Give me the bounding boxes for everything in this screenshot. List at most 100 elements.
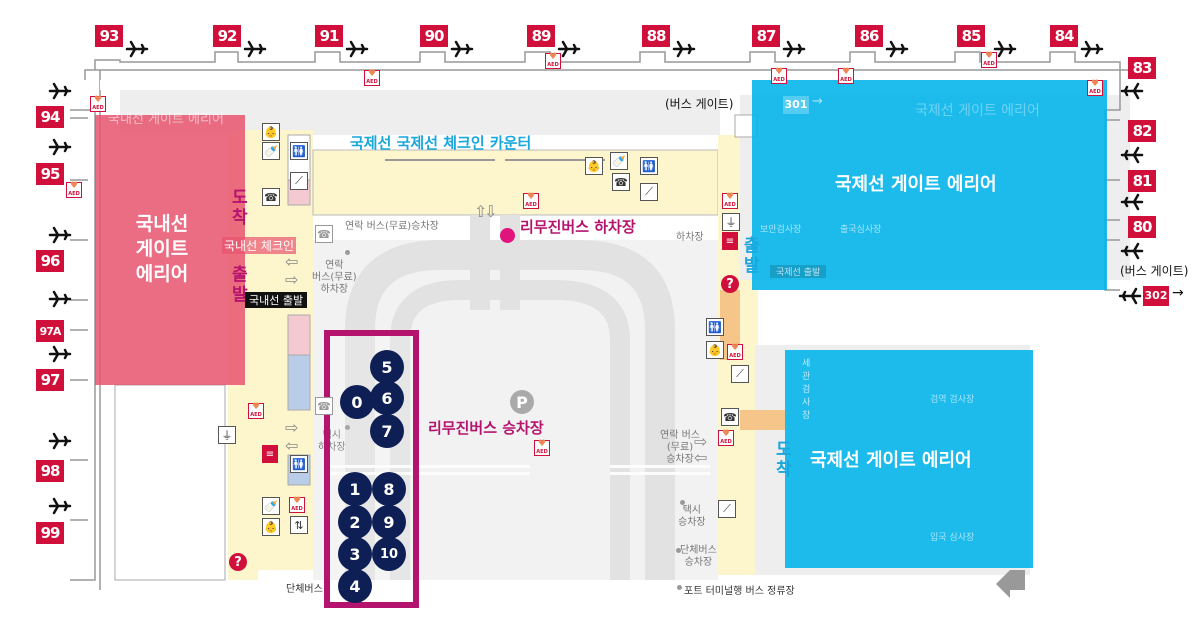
- gate-98[interactable]: 98: [36, 460, 64, 482]
- charging-icon: ⏚: [722, 213, 740, 231]
- charging-icon: ⏚: [218, 426, 236, 444]
- gate-80[interactable]: 80: [1128, 216, 1156, 238]
- bus-stop-5[interactable]: 5: [370, 350, 404, 384]
- bus-stop-7[interactable]: 7: [370, 414, 404, 448]
- gate-92[interactable]: 92: [213, 25, 241, 47]
- gate-97a[interactable]: 97A: [36, 320, 64, 342]
- domestic-departure-label: 국내선 출발: [245, 292, 308, 308]
- bus-stop-4[interactable]: 4: [338, 569, 372, 603]
- gate-81[interactable]: 81: [1128, 170, 1156, 192]
- departure-left-label: 출 발: [232, 265, 248, 305]
- arrow-right-icon: ⇨: [285, 270, 299, 289]
- nursing-room-icon: 👶: [262, 123, 280, 141]
- aed-icon: AED: [364, 70, 380, 86]
- phone-icon: ☎: [315, 225, 333, 243]
- aed-icon: AED: [1087, 80, 1103, 96]
- aed-icon: AED: [289, 497, 305, 513]
- gate-94[interactable]: 94: [36, 106, 64, 128]
- limo-dropoff-label: 리무진버스 하차장: [520, 218, 636, 236]
- domestic-gate-area-label: 국내선 게이트 에리어: [135, 213, 189, 285]
- gate-96[interactable]: 96: [36, 250, 64, 272]
- bus-gate-301-badge[interactable]: 301: [783, 96, 809, 114]
- bus-stop-2[interactable]: 2: [338, 505, 372, 539]
- group-bus-bottom-label: 단체버스: [286, 584, 323, 595]
- taxi-boarding-label: 택시 승차장: [678, 505, 706, 528]
- aed-icon: AED: [90, 96, 106, 112]
- bus-stop-10[interactable]: 10: [372, 537, 406, 571]
- aed-icon: AED: [545, 53, 561, 69]
- escalator-icon: ⟋: [731, 365, 749, 383]
- atm-icon: ≡: [722, 232, 738, 250]
- airplane-icon: [993, 40, 1017, 58]
- parking-icon: P: [510, 390, 534, 414]
- gate-97[interactable]: 97: [36, 369, 64, 391]
- bus-gate-label-top: (버스 게이트): [665, 97, 734, 111]
- info-icon[interactable]: ?: [721, 275, 739, 293]
- bus-stop-0[interactable]: 0: [340, 385, 374, 419]
- bus-stop-8[interactable]: 8: [372, 472, 406, 506]
- aed-icon: AED: [981, 52, 997, 68]
- security-check-label: 보안검사장: [760, 225, 802, 235]
- stop-dot: [345, 250, 350, 255]
- intl-gate-area-bottom-label: 국제선 게이트 에리어: [810, 450, 972, 471]
- airplane-icon: [48, 345, 72, 363]
- domestic-gate-area: [95, 115, 245, 385]
- arrow-left-icon: ⇦: [285, 252, 299, 271]
- aed-icon: AED: [523, 193, 539, 209]
- bus-stop-9[interactable]: 9: [372, 505, 406, 539]
- gate-99[interactable]: 99: [36, 522, 64, 544]
- restroom-icon: 🚻: [706, 318, 724, 336]
- gate-88[interactable]: 88: [642, 25, 670, 47]
- gate-90[interactable]: 90: [420, 25, 448, 47]
- bus-stop-3[interactable]: 3: [338, 537, 372, 571]
- bus-stop-1[interactable]: 1: [338, 472, 372, 506]
- shuttle-bus-dropoff-left-label: 연락 버스(무료) 하차장: [312, 260, 357, 295]
- aed-icon: AED: [727, 344, 743, 360]
- airplane-icon: [48, 290, 72, 308]
- airplane-icon: [1120, 242, 1144, 260]
- entry-check-label: 입국 심사장: [930, 533, 975, 543]
- gate-86[interactable]: 86: [855, 25, 883, 47]
- elevator-icon: ⇅: [290, 516, 308, 534]
- gate-84[interactable]: 84: [1050, 25, 1078, 47]
- aed-icon: AED: [771, 68, 787, 84]
- gate-93[interactable]: 93: [95, 25, 123, 47]
- customs-label: 세관검사장: [802, 359, 811, 421]
- airplane-icon: [48, 432, 72, 450]
- gate-87[interactable]: 87: [752, 25, 780, 47]
- stop-dot: [677, 585, 682, 590]
- gate-95[interactable]: 95: [36, 163, 64, 185]
- airplane-icon: [450, 40, 474, 58]
- escalator-icon: ⟋: [290, 172, 308, 190]
- baby-changing-icon: 🍼: [610, 152, 628, 170]
- bus-stop-6[interactable]: 6: [370, 381, 404, 415]
- gate-91[interactable]: 91: [315, 25, 343, 47]
- arrow-right-icon: →: [1172, 285, 1184, 301]
- arrow-right-icon: ⇨: [694, 432, 708, 451]
- airplane-icon: [557, 40, 581, 58]
- departure-right-label: 출 발: [744, 236, 760, 276]
- shuttle-bus-boarding-right-label: 연락 버스 (무료) 승차장: [660, 430, 700, 465]
- phone-icon: ☎: [262, 188, 280, 206]
- arrow-down-icon: ⇩: [484, 202, 498, 221]
- arrow-left-icon: ⇦: [694, 448, 708, 467]
- gate-82[interactable]: 82: [1128, 120, 1156, 142]
- info-icon[interactable]: ?: [229, 553, 247, 571]
- checkin-counter-label: 국제선 국제선 체크인 카운터: [350, 134, 532, 152]
- bus-gate-302-badge[interactable]: 302: [1143, 286, 1169, 306]
- airplane-icon: [48, 82, 72, 100]
- bus-gate-label-right: (버스 게이트): [1120, 264, 1189, 278]
- aed-icon: AED: [722, 193, 738, 209]
- port-terminal-bus-label: 포트 터미널행 버스 정류장: [684, 586, 795, 597]
- arrow-right-icon: ⇨: [285, 418, 299, 437]
- gate-83[interactable]: 83: [1128, 57, 1156, 79]
- escalator-icon: ⟋: [718, 500, 736, 518]
- airplane-icon: [243, 40, 267, 58]
- escalator-icon: ⟋: [640, 183, 658, 201]
- airplane-icon: [1120, 146, 1144, 164]
- gate-85[interactable]: 85: [957, 25, 985, 47]
- airplane-icon: [1080, 40, 1104, 58]
- aed-icon: AED: [248, 403, 264, 419]
- gate-89[interactable]: 89: [527, 25, 555, 47]
- limo-dropoff-marker[interactable]: [500, 228, 515, 243]
